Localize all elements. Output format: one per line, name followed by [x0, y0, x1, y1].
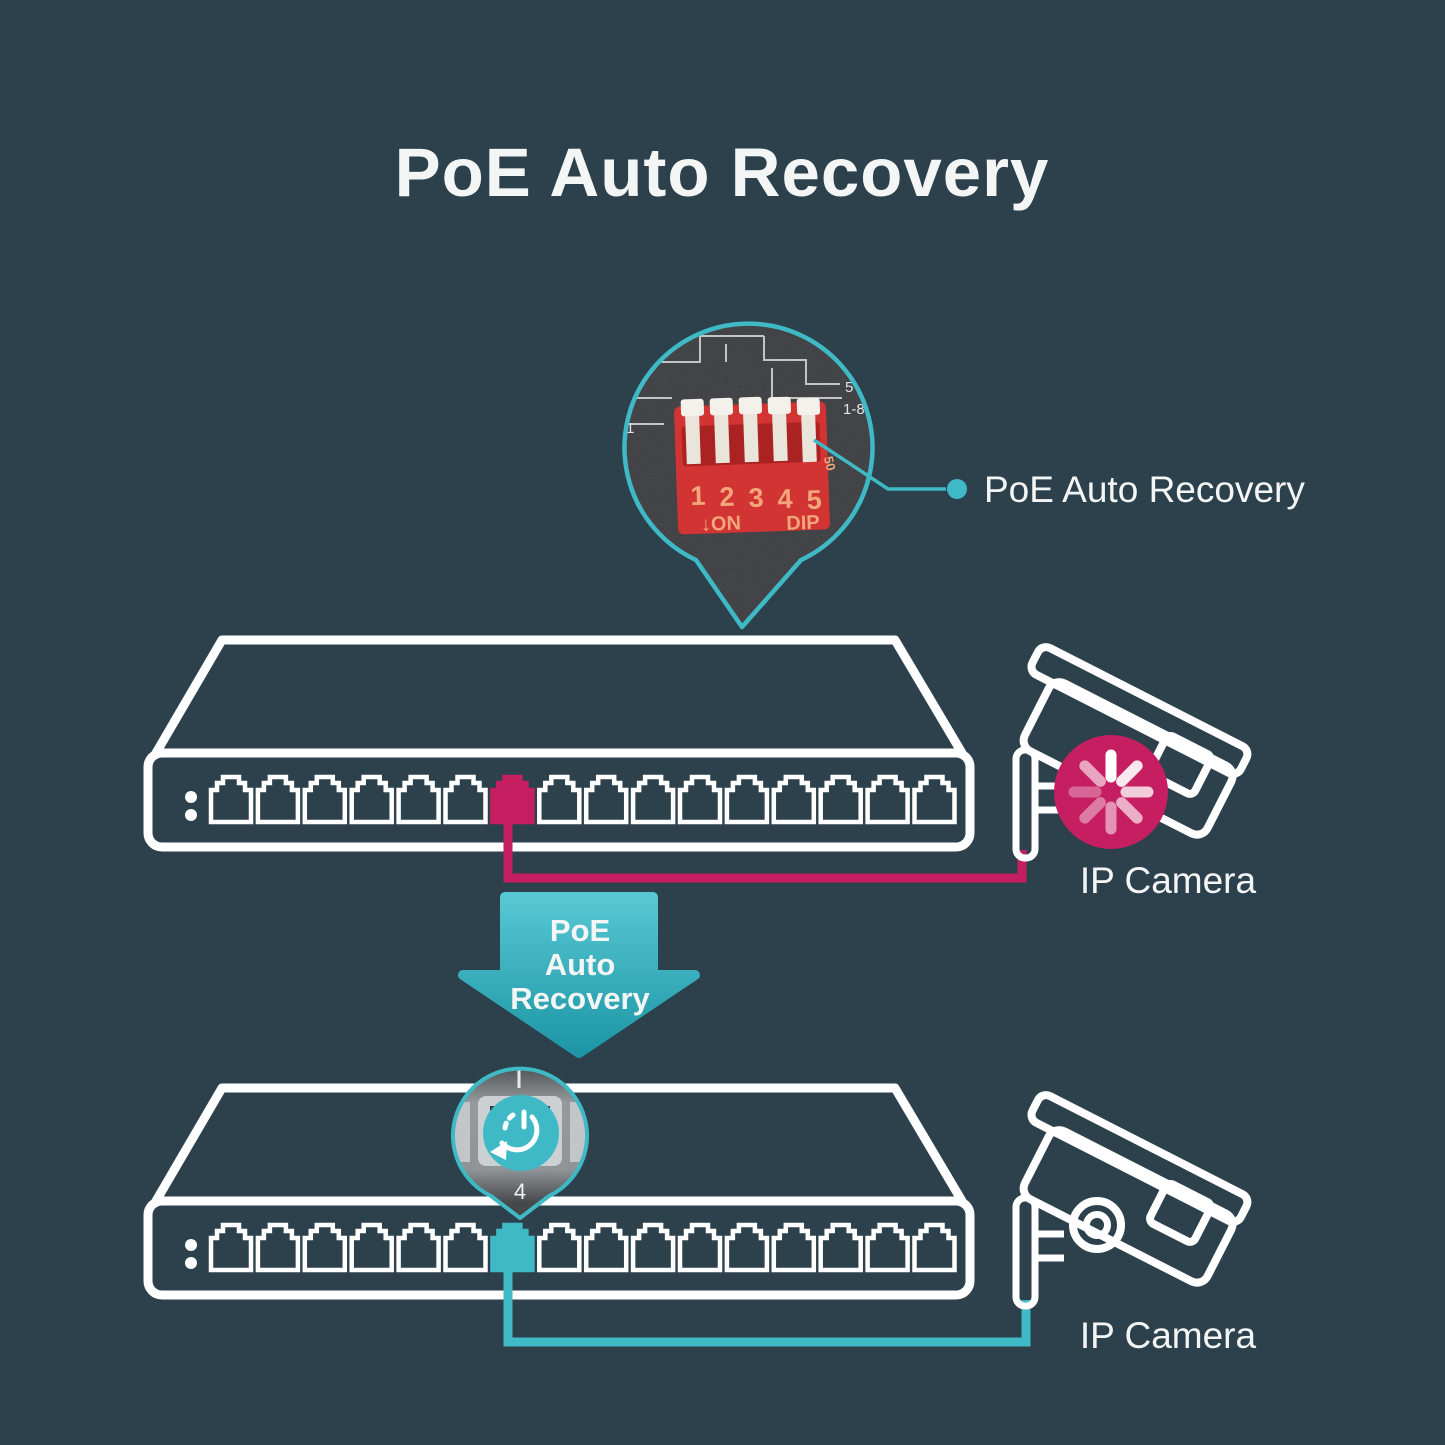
dip-side-label: 50: [821, 455, 839, 473]
dip-number-5: 5: [806, 485, 822, 516]
rj45-port: [255, 774, 301, 825]
rj45-port: [208, 774, 254, 825]
rj45-port: [912, 1222, 957, 1273]
highlighted-rj45-port: [490, 774, 535, 825]
dip-dip-label: DIP: [786, 512, 820, 535]
camera-hood: [1027, 1091, 1252, 1226]
annotation-dot: [947, 479, 967, 499]
rj45-port: [771, 1222, 817, 1273]
dip-number-1: 1: [690, 481, 706, 512]
rj45-port: [443, 774, 488, 825]
poe-cable-magenta: [503, 820, 1027, 883]
camera-pivot-outer: [1069, 1197, 1125, 1253]
pcb-label-1: 1: [626, 420, 634, 437]
dip-on-label: ↓ON: [701, 512, 742, 535]
port-number-label: 4: [514, 1179, 526, 1204]
rj45-port: [818, 1222, 863, 1273]
restart-icon: [490, 1109, 540, 1160]
led-indicator: [185, 809, 197, 821]
rj45-port: [865, 774, 910, 825]
callout-border: [622, 321, 875, 630]
rj45-port: [302, 774, 348, 825]
highlighted-rj45-port: [490, 1222, 535, 1273]
rj45-port: [537, 1222, 582, 1273]
restart-badge: [483, 1095, 559, 1171]
switch-front-face: [143, 748, 975, 852]
rj45-port: [255, 1222, 301, 1273]
callout-border: [451, 1066, 589, 1220]
led-indicator: [185, 1257, 197, 1269]
switch-front-face: [143, 1196, 975, 1300]
spinner-spokes: [1068, 749, 1154, 835]
dip-number-2: 2: [719, 482, 735, 513]
restart-arc: [499, 1114, 540, 1153]
port-row-bottom: [208, 1222, 957, 1273]
spinner-spoke: [1079, 760, 1106, 787]
rj45-port: [208, 1222, 254, 1273]
restart-arrowhead: [490, 1141, 507, 1160]
rj45-port: [724, 774, 770, 825]
rj45-port: [677, 774, 723, 825]
arrow-text-line1: PoE: [550, 913, 610, 948]
dip-number-4: 4: [777, 484, 793, 515]
rj45-port: [630, 1222, 676, 1273]
led-indicator: [185, 1239, 197, 1251]
poe-cable-teal: [503, 1268, 1031, 1347]
spinner-spoke: [1116, 760, 1143, 787]
spinner-spoke: [1079, 797, 1106, 824]
rj45-port: [818, 774, 863, 825]
camera-hood: [1027, 643, 1252, 778]
port-row-top: [208, 774, 957, 825]
camera-top-label: IP Camera: [1080, 860, 1257, 901]
led-indicator: [185, 791, 197, 803]
rj45-port: [349, 1222, 394, 1273]
rj45-port: [724, 1222, 770, 1273]
rj45-port: [583, 1222, 629, 1273]
rj45-port: [771, 774, 817, 825]
poe-auto-recovery-arrow: PoE Auto Recovery: [458, 892, 700, 1058]
annotation-pointer-line: [813, 438, 946, 491]
switch-top: [143, 635, 975, 852]
loading-spinner-icon: [1054, 735, 1168, 849]
rj45-port: [302, 1222, 348, 1273]
switch-bottom: [143, 1083, 975, 1300]
port-restart-callout: 4: [451, 1066, 589, 1220]
rj45-port: [396, 774, 441, 825]
down-arrow-icon: [458, 892, 700, 1058]
ip-camera-bottom: [1012, 1091, 1252, 1310]
rj45-port: [912, 774, 957, 825]
arrow-text-line2: Auto: [545, 947, 616, 982]
rj45-port: [630, 774, 676, 825]
dip-switch-block: 1 2 3 4 5 ↓ON DIP 50: [674, 396, 839, 536]
dip-number-3: 3: [748, 483, 764, 514]
rj45-port: [677, 1222, 723, 1273]
ip-camera-top: [1012, 643, 1252, 862]
rj45-port: [583, 774, 629, 825]
dip-levers: [680, 396, 821, 465]
rj45-port: [396, 1222, 441, 1273]
pcb-label-1-8: 1-8: [843, 401, 865, 418]
rj45-port: [443, 1222, 488, 1273]
camera-bracket: [1035, 1230, 1064, 1262]
camera-pivot-inner: [1083, 1211, 1111, 1239]
restart-dashes: [502, 1112, 516, 1131]
page-title: PoE Auto Recovery: [395, 134, 1050, 211]
rj45-port: [349, 774, 394, 825]
rj45-port: [537, 774, 582, 825]
arrow-text-line3: Recovery: [510, 981, 650, 1016]
pcb-label-5: 5: [845, 379, 853, 396]
rj45-port: [865, 1222, 910, 1273]
camera-bottom-label: IP Camera: [1080, 1315, 1257, 1356]
camera-pole: [1012, 746, 1039, 862]
dip-annotation-label: PoE Auto Recovery: [984, 469, 1305, 510]
spinner-spoke: [1116, 797, 1143, 824]
camera-pole: [1012, 1194, 1039, 1310]
